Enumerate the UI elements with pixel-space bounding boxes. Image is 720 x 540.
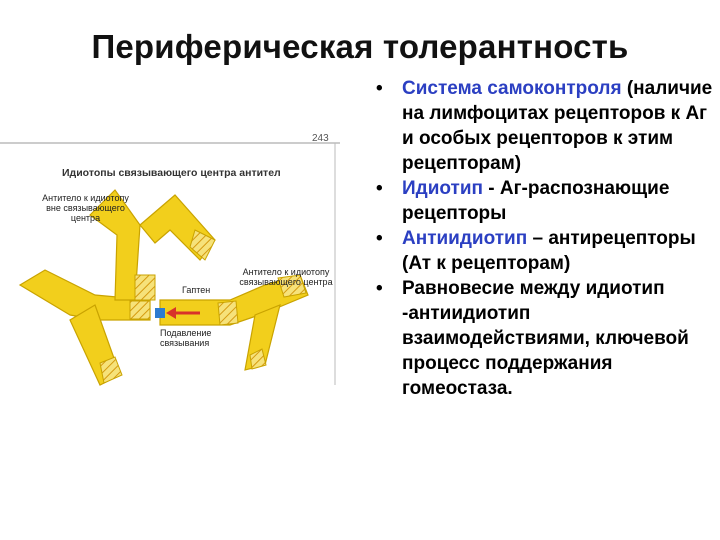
bullet-text: - Аг-распознающие рецепторы: [402, 178, 670, 224]
label-hapten: Гаптен: [182, 285, 211, 295]
bullet-item: Антиидиотип – антирецепторы (Ат к рецепт…: [372, 226, 717, 276]
bullet-item: Идиотип - Аг-распознающие рецепторы: [372, 176, 717, 226]
label-antibody-outside: Антитело к идиотопу вне связывающего цен…: [42, 193, 129, 223]
bullet-term: Система самоконтроля: [402, 78, 622, 99]
hapten-marker: [155, 308, 165, 318]
bullet-text: – антирецепторы (Ат к рецепторам): [402, 228, 696, 274]
left-antibody: [18, 269, 151, 386]
idiotope-figure: Идиотопы связывающего центра антител 243…: [0, 133, 345, 400]
bullet-term: Идиотип: [402, 178, 483, 199]
bullet-text: (наличие на лимфоцитах рецепторов к Аг и…: [402, 78, 713, 174]
bullet-item: Система самоконтроля (наличие на лимфоци…: [372, 76, 717, 176]
top-antibody: [89, 189, 216, 301]
label-suppressed-binding: Подавление связывания: [160, 328, 212, 348]
bullet-text: Равновесие между идиотип -антиидиотип вз…: [402, 278, 689, 399]
slide-title: Периферическая толерантность: [91, 28, 629, 65]
bullet-term: Антиидиотип: [402, 228, 528, 249]
label-antibody-binding-site: Антитело к идиотопу связывающего центра: [239, 267, 333, 287]
antibody-diagram: [0, 142, 340, 386]
bullet-item: Равновесие между идиотип -антиидиотип вз…: [372, 276, 717, 401]
bullet-list: Система самоконтроля (наличие на лимфоци…: [372, 76, 717, 401]
figure-page-number: 243: [312, 133, 329, 144]
figure-header: Идиотопы связывающего центра антител: [62, 167, 281, 179]
